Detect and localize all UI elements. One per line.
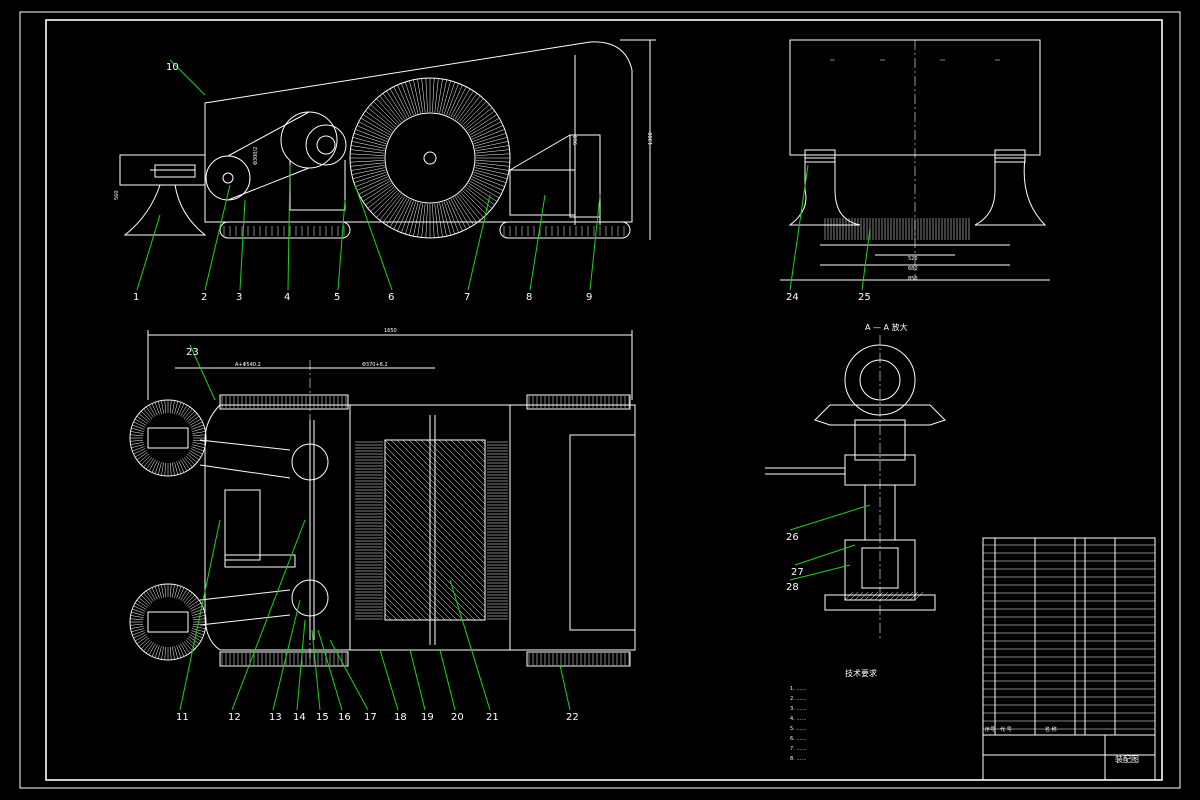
part-number: 13: [269, 712, 282, 723]
leader-line: [559, 664, 571, 711]
leader-line: [354, 184, 393, 291]
bom-header-seq: 序号: [985, 726, 995, 733]
part-number: 18: [394, 712, 407, 723]
svg-text:1300: 1300: [648, 132, 654, 145]
part-number: 16: [338, 712, 351, 723]
bom-header-name: 名 称: [1045, 726, 1057, 733]
part-number: 28: [786, 582, 799, 593]
plan-view: 1650 A+Φ540.2 Φ370+8.2: [129, 328, 636, 667]
part-number: 24: [786, 292, 799, 303]
part-number: 23: [186, 347, 199, 358]
leader-line: [379, 649, 399, 711]
inner-frame: [45, 19, 1163, 781]
leader-line: [231, 519, 306, 711]
leader-line: [789, 564, 851, 581]
part-number: 6: [388, 292, 394, 303]
dim-520: 520: [908, 256, 918, 262]
section-title: A — A 放大: [865, 322, 908, 332]
technical-requirements: 技术要求 1. …… 2. …… 3. …… 4. …… 5. …… 6. ………: [790, 668, 877, 762]
side-view: 520 680 850: [780, 39, 1050, 282]
part-number: 22: [566, 712, 579, 723]
part-number: 14: [293, 712, 306, 723]
leader-line: [204, 184, 231, 291]
leader-line: [529, 194, 546, 291]
tech-line: 8. ……: [790, 756, 806, 762]
part-number: 27: [791, 567, 804, 578]
leader-line: [311, 629, 321, 711]
leader-line: [169, 59, 206, 96]
tech-line: 2. ……: [790, 696, 806, 702]
tech-line: 6. ……: [790, 736, 806, 742]
leader-line: [861, 227, 871, 291]
part-number: 15: [316, 712, 329, 723]
leader-line: [409, 649, 426, 711]
part-number: 20: [451, 712, 464, 723]
svg-text:560: 560: [114, 190, 120, 200]
part-number: 10: [166, 62, 179, 73]
outer-border: [19, 11, 1181, 789]
part-number: 21: [486, 712, 499, 723]
tech-line: 4. ……: [790, 716, 806, 722]
part-number: 8: [526, 292, 532, 303]
part-number: 7: [464, 292, 470, 303]
part-number: 26: [786, 532, 799, 543]
tech-line: 7. ……: [790, 746, 806, 752]
part-number: 11: [176, 712, 189, 723]
section-aa: A — A 放大: [765, 322, 946, 640]
part-number: 19: [421, 712, 434, 723]
dim-850: 850: [908, 276, 918, 282]
part-number: 17: [364, 712, 377, 723]
leader-line: [467, 194, 491, 291]
part-number: 3: [236, 292, 242, 303]
part-number: 1: [133, 292, 139, 303]
part-number: 2: [201, 292, 207, 303]
tech-line: 3. ……: [790, 706, 806, 712]
part-number: 4: [284, 292, 290, 303]
leader-line: [136, 214, 161, 291]
leader-line: [589, 194, 601, 291]
leader-line: [794, 544, 856, 566]
leader-line: [272, 599, 301, 711]
bom-header-code: 代 号: [1000, 726, 1012, 733]
dim-top-right: Φ370+8.2: [362, 362, 388, 368]
part-number: 5: [334, 292, 340, 303]
dim-overall-length: 1650: [384, 328, 397, 334]
leader-line: [317, 629, 343, 711]
svg-text:960: 960: [573, 135, 579, 145]
leader-line: [329, 639, 369, 711]
leader-line: [239, 199, 246, 291]
leader-line: [287, 164, 291, 291]
svg-text:Φ300/2: Φ300/2: [253, 147, 259, 165]
dim-top-left: A+Φ540.2: [235, 362, 261, 368]
leader-line: [189, 344, 216, 401]
leader-line: [789, 504, 871, 531]
drawing-name: 装配图: [1115, 754, 1139, 764]
tech-line: 5. ……: [790, 726, 806, 732]
tech-title: 技术要求: [845, 668, 877, 678]
dim-680: 680: [908, 266, 918, 272]
leader-line: [449, 579, 491, 711]
front-view: 1300 960 560 Φ300/2: [114, 39, 656, 240]
leader-line: [296, 619, 306, 711]
part-number: 12: [228, 712, 241, 723]
tech-line: 1. ……: [790, 686, 806, 692]
housing-outline: [204, 41, 633, 223]
leader-line: [789, 164, 809, 291]
leader-line: [439, 649, 456, 711]
part-number: 9: [586, 292, 592, 303]
leader-line: [179, 519, 221, 711]
part-number: 25: [858, 292, 871, 303]
title-block: 序号 代 号 名 称 装配图: [982, 537, 1156, 781]
leader-line: [337, 199, 346, 291]
